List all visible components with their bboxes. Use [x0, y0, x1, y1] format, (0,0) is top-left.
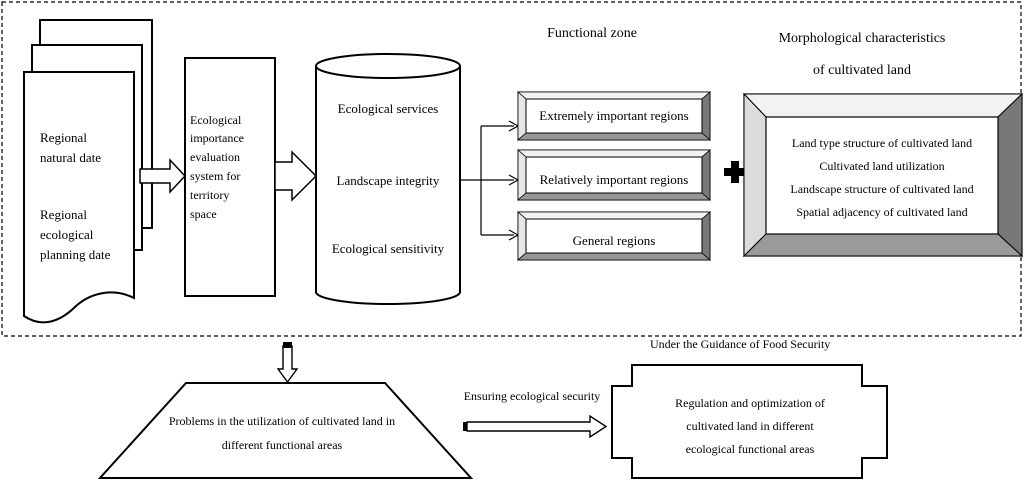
indicators-cylinder: Ecological services Landscape integrity …: [315, 53, 461, 305]
source-label-2: natural date: [40, 150, 101, 165]
problems-line-2: different functional areas: [222, 438, 343, 452]
arrow-sources-to-system: [139, 158, 187, 194]
regulation-line-3: ecological functional areas: [686, 442, 815, 456]
regulation-node: Regulation and optimization of cultivate…: [611, 364, 888, 479]
morphology-item-2: Cultivated land utilization: [819, 159, 944, 173]
functional-zone-title: Functional zone: [547, 26, 637, 41]
problems-node: Problems in the utilization of cultivate…: [97, 382, 474, 479]
arrow-security: [466, 414, 608, 439]
source-label-5: planning date: [40, 247, 111, 262]
indicator-landscape-integrity: Landscape integrity: [337, 173, 440, 188]
doc-front: [23, 71, 135, 324]
morphology-title-line-1: Morphological characteristics: [779, 31, 946, 46]
evaluation-line-6: space: [190, 207, 217, 221]
regulation-line-2: cultivated land in different: [686, 419, 814, 433]
arrow-system-to-indicators: [274, 150, 318, 202]
zone-connector: [460, 125, 514, 236]
evaluation-system-node: Ecological importance evaluation system …: [184, 57, 276, 297]
zone-extremely-important: Extremely important regions: [516, 91, 712, 141]
food-security-label: Under the Guidance of Food Security: [650, 337, 830, 351]
zone-relatively-important: Relatively important regions: [516, 149, 712, 201]
cylinder-body: [315, 66, 461, 305]
source-label-3: Regional: [40, 207, 87, 222]
evaluation-line-3: evaluation: [190, 150, 240, 164]
evaluation-line-5: territory: [190, 188, 229, 202]
problems-line-1: Problems in the utilization of cultivate…: [169, 414, 395, 428]
arrow-down-to-problems: [276, 345, 299, 384]
evaluation-line-1: Ecological: [190, 113, 242, 127]
evaluation-line-2: importance: [190, 131, 244, 145]
indicator-ecological-services: Ecological services: [338, 101, 439, 116]
morphology-box: Land type structure of cultivated land C…: [742, 92, 1024, 258]
arrow-down-cap: [283, 342, 292, 348]
zone-1-label: Extremely important regions: [539, 108, 688, 123]
zone-2-label: Relatively important regions: [540, 172, 689, 187]
source-label-4: ecological: [40, 227, 94, 242]
security-arrow-cap: [463, 422, 469, 431]
indicator-ecological-sensitivity: Ecological sensitivity: [332, 241, 445, 256]
morphology-item-3: Landscape structure of cultivated land: [790, 182, 973, 196]
cylinder-top: [315, 53, 461, 79]
regulation-line-1: Regulation and optimization of: [675, 396, 825, 410]
morphology-item-1: Land type structure of cultivated land: [792, 136, 972, 150]
source-label-1: Regional: [40, 130, 87, 145]
zone-3-label: General regions: [573, 233, 656, 248]
security-label: Ensuring ecological security: [464, 389, 601, 403]
evaluation-system-box: [184, 57, 276, 297]
morphology-item-4: Spatial adjacency of cultivated land: [796, 205, 967, 219]
plus-icon: [724, 161, 746, 183]
morphology-title-line-2: of cultivated land: [813, 63, 911, 78]
zone-general: General regions: [516, 211, 712, 261]
data-sources-node: Regional natural date Regional ecologica…: [23, 19, 153, 324]
evaluation-line-4: system for: [190, 169, 240, 183]
